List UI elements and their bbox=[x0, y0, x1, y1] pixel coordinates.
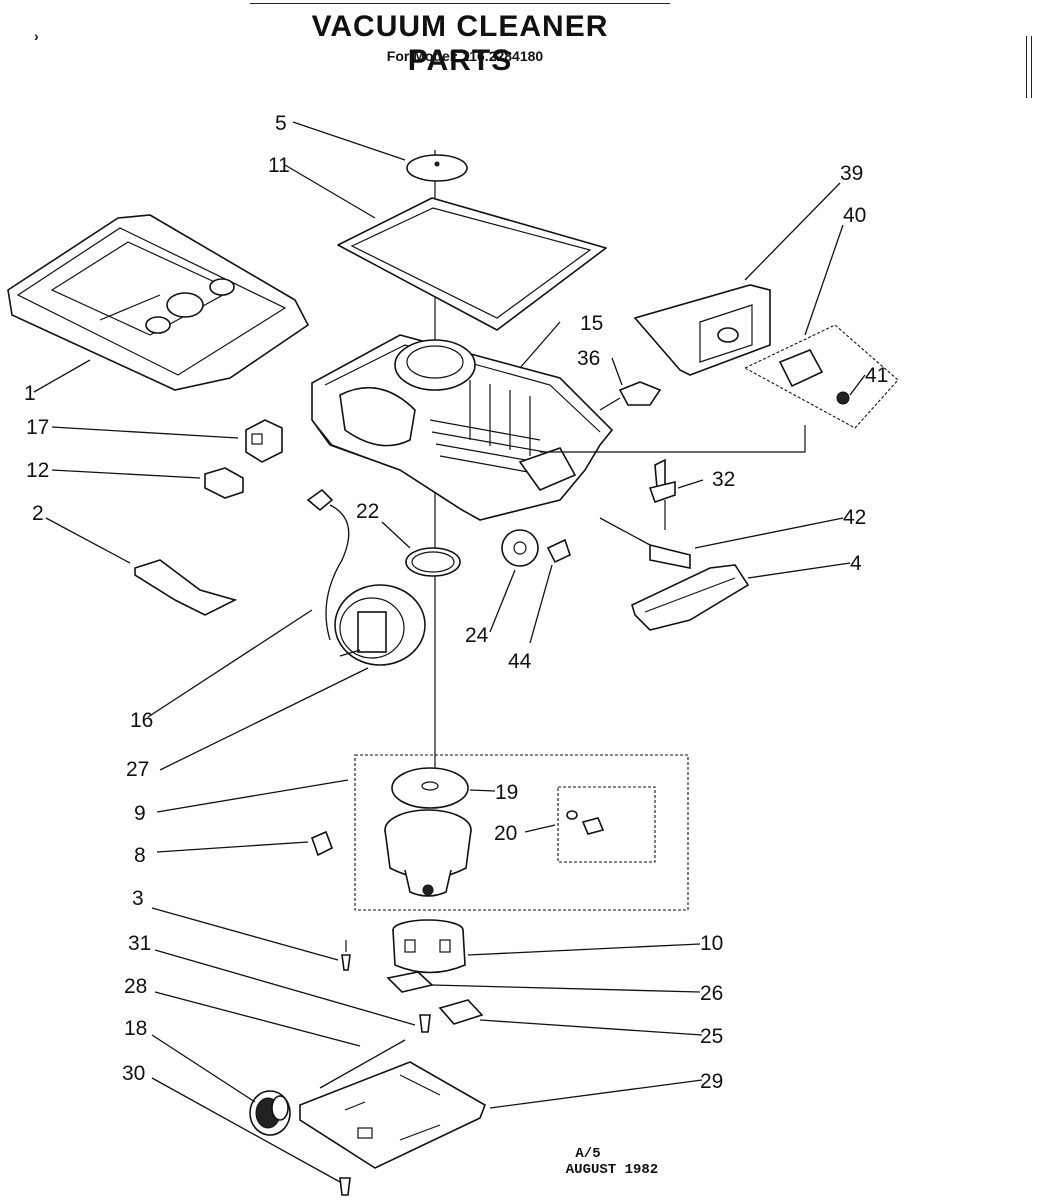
callout-16: 16 bbox=[130, 709, 153, 732]
callout-36: 36 bbox=[577, 347, 600, 370]
callout-9: 9 bbox=[134, 802, 146, 825]
part-29-base-plate bbox=[299, 1061, 486, 1169]
part-24-gear bbox=[501, 529, 539, 567]
part-5-washer bbox=[406, 154, 468, 182]
callout-25: 25 bbox=[700, 1025, 723, 1048]
footer-code: A/5 bbox=[575, 1146, 600, 1162]
leader-lines bbox=[33, 121, 866, 1183]
callout-12: 12 bbox=[26, 459, 49, 482]
part-26-bushing bbox=[386, 971, 434, 993]
margin-mark: › bbox=[34, 28, 39, 44]
model-subtitle: For Model: 116.2284180 bbox=[386, 48, 544, 64]
callout-22: 22 bbox=[356, 500, 379, 523]
callout-17: 17 bbox=[26, 416, 49, 439]
callout-30: 30 bbox=[122, 1062, 145, 1085]
part-36-connector bbox=[599, 381, 662, 411]
part-20-brush-inset bbox=[557, 786, 656, 863]
part-19-fan-disc bbox=[391, 767, 469, 809]
callout-27: 27 bbox=[126, 758, 149, 781]
callout-15: 15 bbox=[580, 312, 603, 335]
part-28-axle bbox=[319, 1039, 406, 1089]
callout-1: 1 bbox=[24, 382, 36, 405]
part-31-screw bbox=[419, 1014, 431, 1033]
callout-32: 32 bbox=[712, 468, 735, 491]
callout-39: 39 bbox=[840, 162, 863, 185]
part-40-41-group bbox=[743, 324, 899, 429]
part-39-bag-housing bbox=[633, 284, 771, 376]
part-42-cord-switch bbox=[599, 517, 691, 569]
callout-44: 44 bbox=[508, 650, 532, 673]
part-44-latch bbox=[546, 538, 571, 564]
callout-4: 4 bbox=[850, 552, 862, 575]
callout-29: 29 bbox=[700, 1070, 723, 1093]
callout-8: 8 bbox=[134, 844, 146, 867]
header: › VACUUM CLEANER PARTS For Model: 116.22… bbox=[0, 0, 1041, 98]
part-16-27-motor-cord bbox=[306, 488, 426, 666]
callout-11: 11 bbox=[268, 154, 290, 177]
callout-18: 18 bbox=[124, 1017, 147, 1040]
part-18-wheel bbox=[249, 1090, 291, 1136]
part-9-group-box bbox=[354, 754, 689, 911]
part-15-housing bbox=[311, 334, 614, 521]
callout-3: 3 bbox=[132, 887, 144, 910]
callout-26: 26 bbox=[700, 982, 723, 1005]
footer: A/5 AUGUST 1982 bbox=[566, 1146, 658, 1178]
part-10-motor-mount bbox=[392, 919, 466, 974]
part-11-gasket bbox=[337, 197, 607, 331]
callout-5: 5 bbox=[275, 112, 287, 135]
callout-24: 24 bbox=[465, 624, 489, 647]
part-8-spring bbox=[310, 830, 334, 857]
callout-42: 42 bbox=[843, 506, 866, 529]
callout-labels: 5 11 39 40 15 36 41 1 17 12 32 22 2 42 4… bbox=[24, 112, 888, 1093]
part-4-handle-trim bbox=[631, 564, 750, 631]
top-rule bbox=[250, 3, 670, 4]
part-2-bracket bbox=[134, 559, 238, 616]
part-30-screw bbox=[339, 1177, 351, 1196]
part-12-pad bbox=[204, 467, 244, 499]
callout-19: 19 bbox=[495, 781, 518, 804]
part-3-screw bbox=[341, 940, 351, 971]
footer-date: AUGUST 1982 bbox=[566, 1162, 658, 1178]
part-9-motor-unit bbox=[384, 809, 472, 897]
callout-10: 10 bbox=[700, 932, 723, 955]
callout-20: 20 bbox=[494, 822, 517, 845]
part-17-switch bbox=[245, 419, 283, 463]
callout-31: 31 bbox=[128, 932, 151, 955]
callout-41: 41 bbox=[865, 364, 888, 387]
part-32-clip bbox=[648, 458, 676, 504]
page-title: VACUUM CLEANER PARTS bbox=[311, 10, 609, 77]
part-25-pad bbox=[438, 999, 484, 1025]
part-22-o-ring bbox=[405, 547, 461, 577]
part-1-top-cover bbox=[7, 214, 310, 391]
callout-40: 40 bbox=[843, 204, 866, 227]
binder-edge bbox=[1026, 36, 1032, 98]
callout-2: 2 bbox=[32, 502, 44, 525]
callout-28: 28 bbox=[124, 975, 147, 998]
